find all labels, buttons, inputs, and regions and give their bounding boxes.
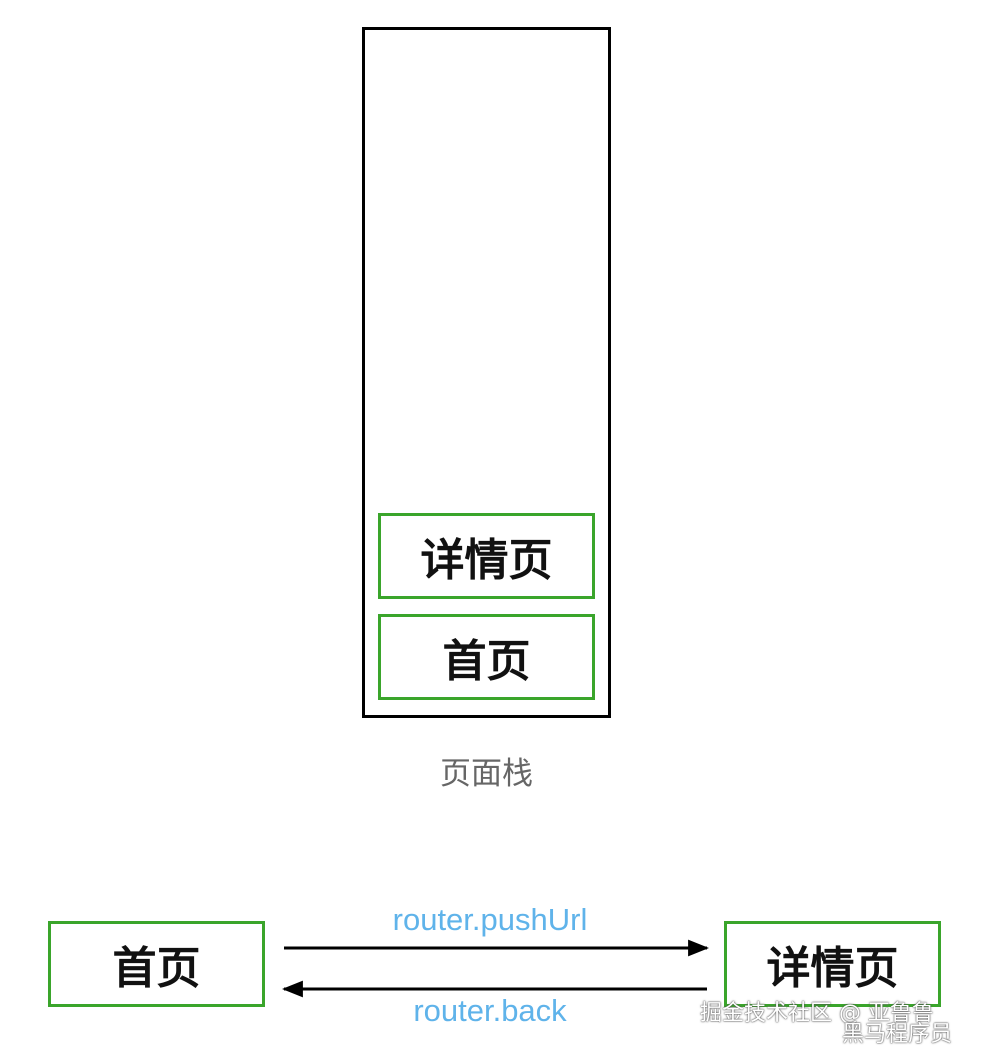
flow-home-page-box: 首页 <box>48 921 265 1007</box>
stack-caption: 页面栈 <box>440 756 533 792</box>
back-label: router.back <box>413 993 567 1028</box>
flow-box-label: 详情页 <box>766 943 899 994</box>
flow-detail-page-box: 详情页 <box>724 921 941 1007</box>
stack-item-detail-page: 详情页 <box>378 513 595 599</box>
push-url-label: router.pushUrl <box>392 902 588 937</box>
watermark-line-2: 黑马程序员 <box>842 1022 953 1047</box>
page-stack-container <box>362 27 611 718</box>
stack-item-label: 首页 <box>442 636 531 687</box>
stack-item-label: 详情页 <box>420 535 553 586</box>
stack-item-home-page: 首页 <box>378 614 595 700</box>
watermark-line-1: 掘金技术社区 @ 亚鲁鲁 <box>700 1001 934 1026</box>
flow-box-label: 首页 <box>112 943 201 994</box>
